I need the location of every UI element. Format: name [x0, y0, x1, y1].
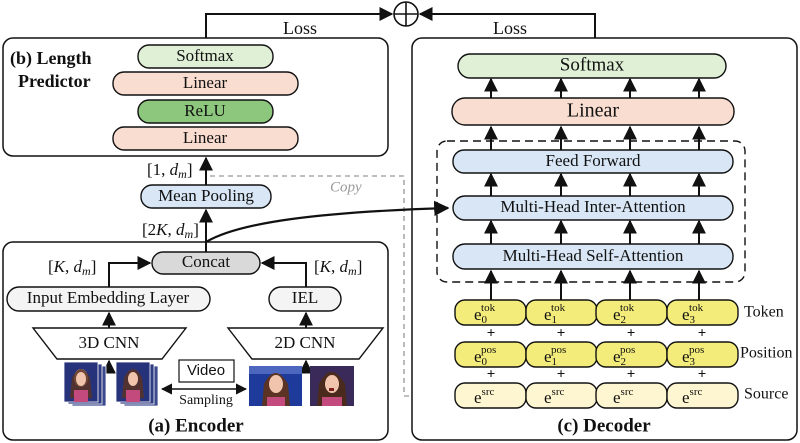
token-row-label: Token — [744, 304, 784, 321]
concat-dim-label: [2K, dm] — [142, 220, 199, 241]
svg-text:+: + — [627, 366, 636, 382]
pool-dim-label: [1, dm] — [147, 160, 193, 181]
svg-text:+: + — [487, 325, 496, 341]
svg-text:+: + — [698, 366, 707, 382]
copy-label: Copy — [330, 179, 362, 195]
loss-right-line — [418, 7, 596, 38]
source-e2-label: esrc — [613, 386, 633, 407]
video-frame-single-2 — [310, 366, 354, 406]
dec-linear-box — [451, 97, 735, 126]
source-e1-label: esrc — [544, 386, 564, 407]
lp-linear-bottom-label: Linear — [183, 128, 228, 147]
position-e1-label: e1pos — [544, 344, 566, 368]
mean-pooling-box — [140, 184, 272, 209]
self-attention-box — [452, 243, 734, 270]
position-embedding-row: e0pos e1pos e2pos e3pos Position — [454, 341, 792, 368]
position-e0-label: e0pos — [474, 344, 496, 368]
lp-relu-label: ReLU — [184, 101, 226, 120]
svg-text:+: + — [487, 366, 496, 382]
loss-right-label: Loss — [493, 18, 527, 38]
position-e2-label: e2pos — [613, 344, 635, 368]
loss-left-line — [205, 7, 394, 38]
encoder-caption: (a) Encoder — [148, 415, 244, 436]
inter-attention-label: Multi-Head Inter-Attention — [500, 197, 686, 216]
video-frame-stack-1 — [63, 361, 107, 407]
inter-attention-box — [452, 195, 734, 221]
encoder-to-inter-attention-arrow — [205, 200, 450, 243]
left-dim-label: [K, dm] — [48, 257, 96, 278]
cnn2d-label: 2D CNN — [275, 333, 336, 352]
source-row-label: Source — [744, 386, 788, 403]
video-frame-single-1 — [249, 366, 302, 406]
position-row-label: Position — [740, 345, 792, 362]
video-frame-stack-2 — [115, 361, 159, 407]
dec-softmax-label: Softmax — [560, 54, 625, 75]
source-e0-label: esrc — [474, 386, 494, 407]
token-e1-label: e1tok — [544, 302, 566, 326]
length-predictor-title-line1: (b) Length — [10, 48, 92, 69]
plus-row-2: + + + + — [487, 366, 707, 382]
svg-text:+: + — [557, 325, 566, 341]
self-attention-label: Multi-Head Self-Attention — [503, 246, 684, 265]
token-e3-box — [666, 299, 739, 326]
iel-box — [268, 286, 342, 312]
lp-linear-bottom-box — [112, 126, 299, 151]
lp-relu-box — [137, 99, 274, 124]
lp-softmax-box — [137, 44, 274, 69]
mean-pooling-label: Mean Pooling — [158, 186, 254, 205]
svg-text:+: + — [698, 325, 707, 341]
lp-softmax-label: Softmax — [176, 46, 234, 65]
plus-row-1: + + + + — [487, 325, 707, 341]
source-e3-label: esrc — [682, 386, 702, 407]
cnn3d-label: 3D CNN — [79, 333, 140, 352]
input-embedding-box — [6, 286, 211, 312]
token-embedding-row: e0tok e1tok e2tok e3tok Token — [454, 299, 784, 326]
dec-linear-label: Linear — [567, 100, 620, 122]
iel-left-to-concat — [108, 256, 152, 287]
dec-softmax-box — [457, 53, 727, 79]
sampling-label: Sampling — [179, 393, 233, 408]
length-predictor-title-line2: Predictor — [18, 71, 91, 91]
concat-box — [151, 251, 261, 275]
concat-label: Concat — [182, 252, 230, 271]
token-e3-label: e3tok — [682, 302, 704, 326]
right-dim-label: [K, dm] — [314, 257, 362, 278]
svg-text:+: + — [627, 325, 636, 341]
lp-linear-top-label: Linear — [183, 73, 228, 92]
feed-forward-box — [452, 149, 734, 174]
cnn2d-trapezoid — [226, 327, 385, 360]
video-label: Video — [187, 362, 225, 379]
encoder-panel: Concat [K, dm] [K, dm] Input Embedding L… — [2, 208, 389, 441]
decoder-panel: Softmax Linear Feed Forward Multi-Head I… — [205, 37, 798, 441]
decoder-column-arrows — [484, 77, 706, 300]
loss-connections: Loss Loss — [205, 1, 596, 38]
svg-text:+: + — [557, 366, 566, 382]
iel-label: IEL — [292, 288, 318, 307]
decoder-block-dashed — [436, 140, 746, 283]
pooling-section: [1, dm] Mean Pooling [2K, dm] — [140, 156, 272, 241]
lp-linear-top-box — [112, 71, 299, 96]
position-e3-box — [666, 341, 739, 368]
input-embedding-label: Input Embedding Layer — [27, 288, 190, 307]
length-predictor-box — [2, 37, 389, 157]
position-e3-label: e3pos — [682, 344, 704, 368]
source-embedding-row: esrc esrc esrc esrc Source — [454, 382, 788, 409]
cnn3d-trapezoid — [31, 327, 188, 360]
video-label-box — [178, 359, 235, 383]
token-e2-label: e2tok — [613, 302, 635, 326]
loss-left-label: Loss — [283, 18, 317, 38]
source-e3-box — [666, 382, 739, 409]
iel-right-to-concat — [260, 256, 307, 287]
length-predictor-panel: (b) Length Predictor Softmax Linear ReLU… — [2, 37, 389, 157]
token-e0-label: e0tok — [474, 302, 496, 326]
decoder-caption: (c) Decoder — [557, 415, 651, 436]
feed-forward-label: Feed Forward — [546, 151, 641, 170]
